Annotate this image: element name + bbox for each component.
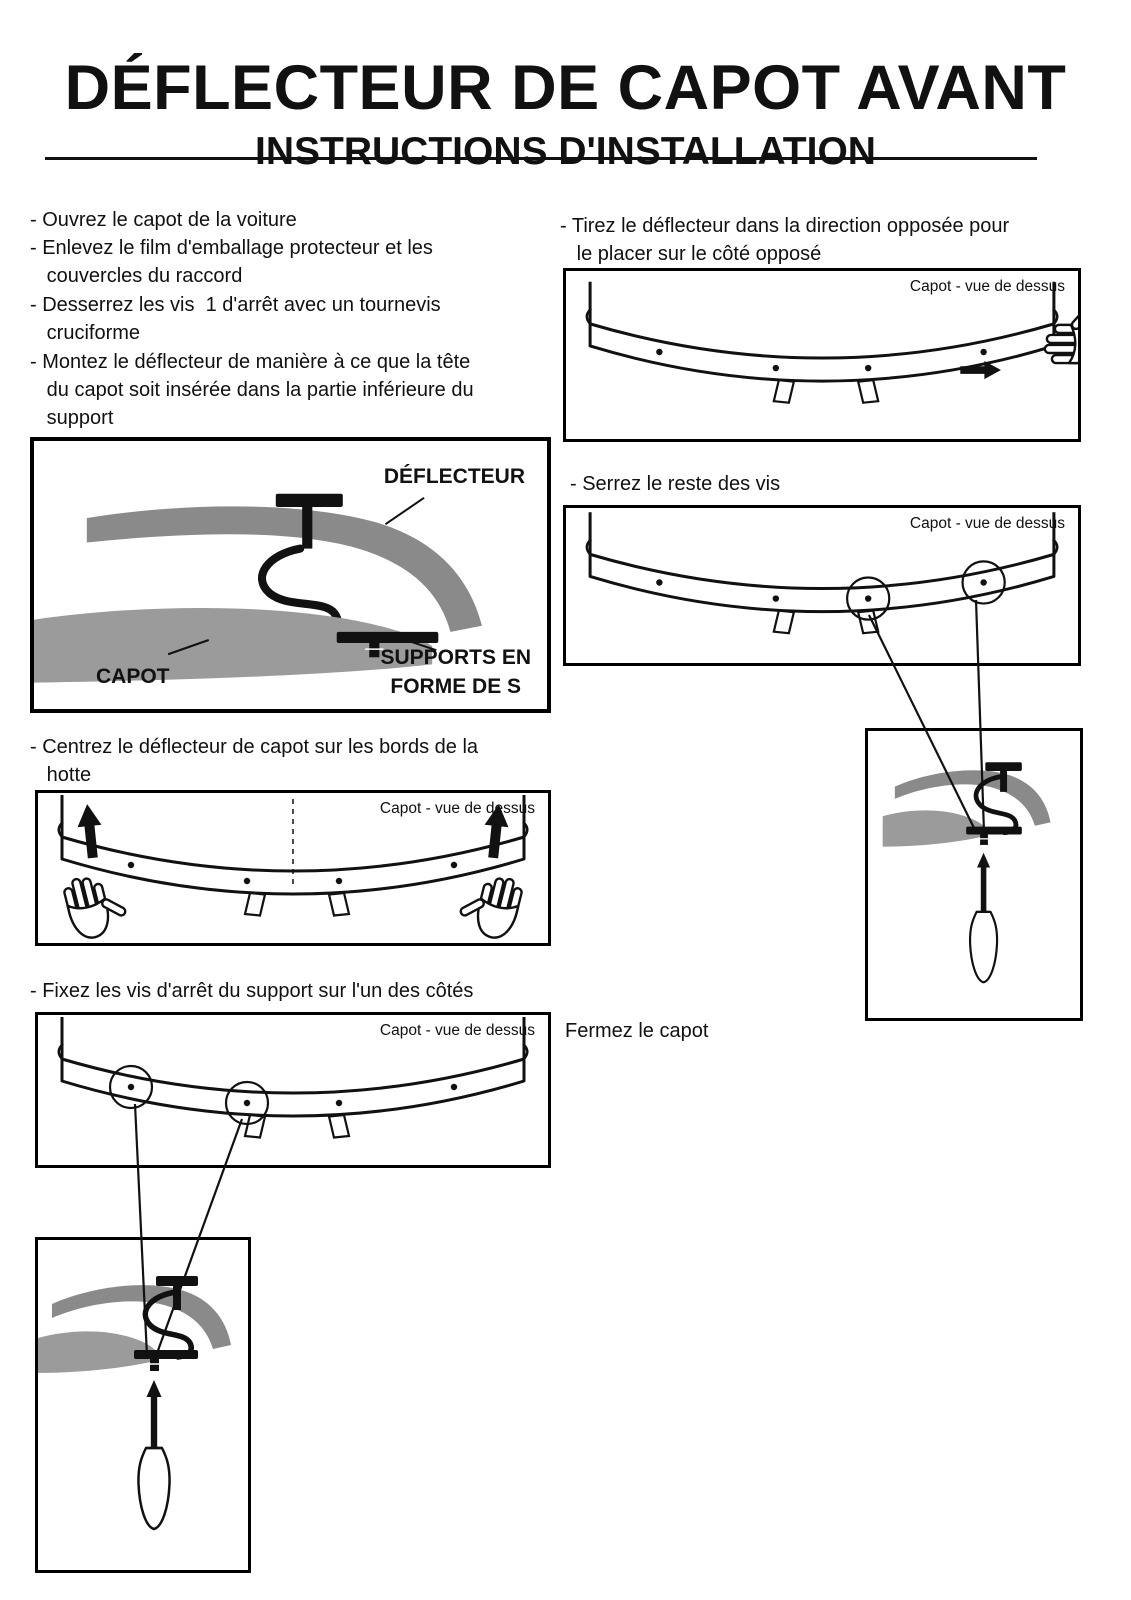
step-mount-deflector: - Montez le déflecteur de manière à ce q… [30, 351, 474, 429]
page-subtitle: INSTRUCTIONS D'INSTALLATION [255, 130, 876, 174]
caption-top-view: Capot - vue de dessus [379, 1022, 535, 1039]
deflector-band [585, 280, 1059, 405]
screwdriver-icon [883, 762, 1051, 982]
top-view-art [57, 1015, 529, 1139]
detail-screwdriver-left [35, 1237, 251, 1573]
diagram-fix-top-view: Capot - vue de dessus [35, 1012, 551, 1168]
header-divider [45, 157, 1037, 160]
label-hood: CAPOT [96, 665, 170, 688]
step-loosen-screws: - Desserrez les vis 1 d'arrêt avec un to… [30, 294, 441, 344]
diagram-center-top-view: Capot - vue de dessus [35, 790, 551, 946]
diagram-tighten-top-view: Capot - vue de dessus [563, 505, 1081, 666]
step-close-hood: Fermez le capot [565, 1020, 709, 1042]
leader-hood [167, 639, 210, 656]
label-brackets: SUPPORTS EN FORME DE S [380, 646, 531, 698]
screwdriver-detail-art [868, 731, 1080, 1018]
diagram-cross-section: DÉFLECTEUR CAPOT SUPPORTS EN FORME DE S [30, 437, 551, 713]
step-tighten-rest: - Serrez le reste des vis [570, 473, 781, 495]
step-remove-film: - Enlevez le film d'emballage protecteur… [30, 237, 433, 287]
bracket-bar [336, 631, 439, 644]
top-view-art [57, 793, 529, 943]
hood-shape [34, 607, 433, 683]
deflector-shape [86, 506, 482, 632]
step-pull-deflector: - Tirez le déflecteur dans la direction … [560, 215, 1010, 265]
detail-screwdriver-right [865, 728, 1083, 1021]
caption-top-view: Capot - vue de dessus [909, 278, 1065, 295]
step-open-hood: - Ouvrez le capot de la voiture [30, 209, 297, 231]
clip-shape [275, 493, 343, 507]
screwdriver-icon [38, 1276, 231, 1529]
leader-brackets [411, 641, 437, 652]
screw-highlight-circle [224, 1080, 270, 1126]
screwdriver-detail-art [38, 1240, 248, 1570]
caption-top-view: Capot - vue de dessus [379, 800, 535, 817]
step-center-deflector: - Centrez le déflecteur de capot sur les… [30, 736, 479, 786]
hand-icon [1043, 305, 1078, 365]
hand-icon [453, 867, 526, 943]
leader-deflector [384, 496, 425, 526]
top-view-art [585, 280, 1078, 405]
step-fix-screws: - Fixez les vis d'arrêt du support sur l… [30, 980, 474, 1002]
diagram-pull-top-view: Capot - vue de dessus [563, 268, 1081, 442]
label-deflector: DÉFLECTEUR [383, 465, 525, 488]
page-title: DÉFLECTEUR DE CAPOT AVANT [64, 53, 1067, 124]
cross-section-art [34, 493, 482, 683]
hand-icon [60, 867, 133, 943]
screw-highlight-circle [108, 1064, 154, 1110]
caption-top-view: Capot - vue de dessus [909, 515, 1065, 532]
